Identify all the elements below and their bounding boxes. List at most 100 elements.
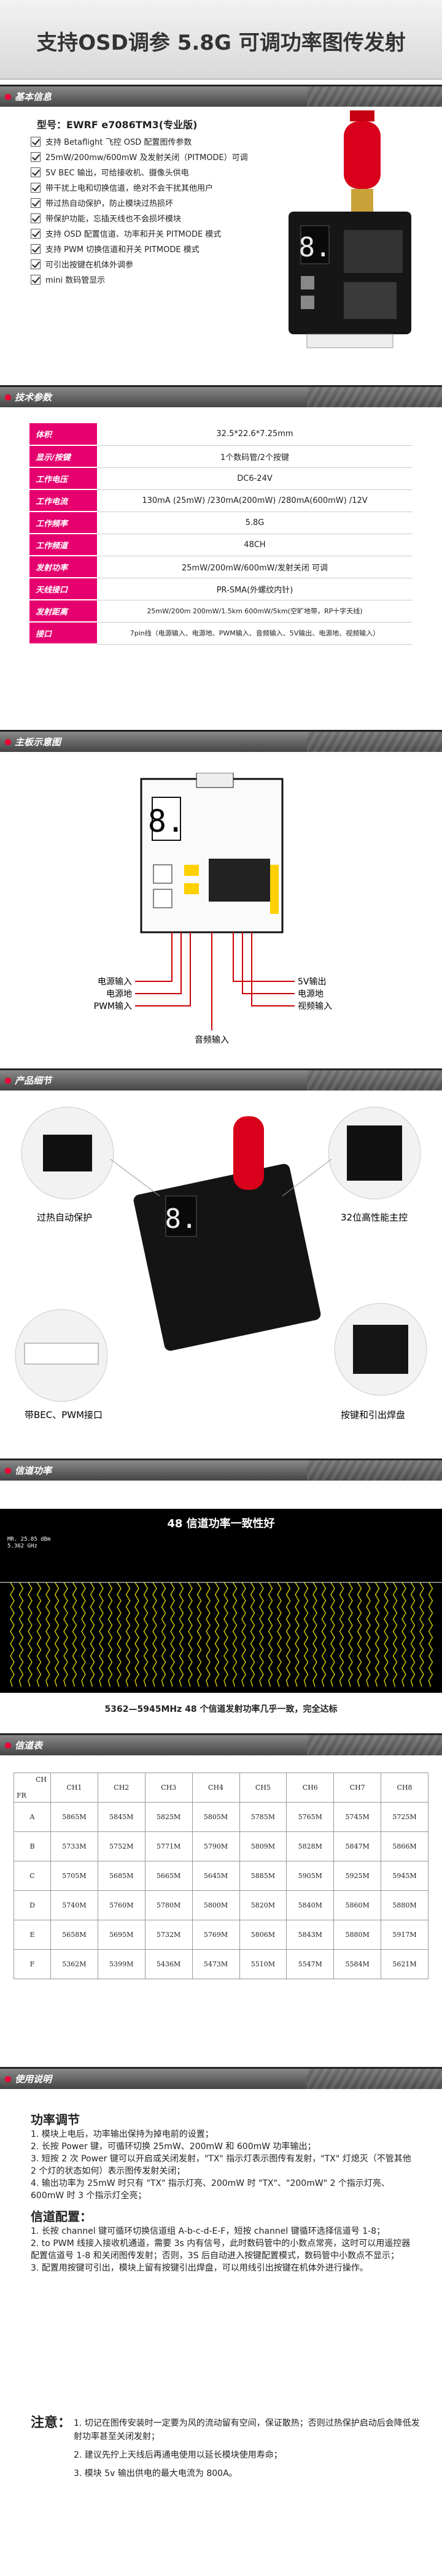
channel-trace: [428, 1582, 433, 1687]
channel-trace: [188, 1582, 193, 1687]
pad: [270, 865, 279, 914]
scope-marker-info: MR. 25.85 dBm 5.362 GHz: [7, 1536, 51, 1549]
pin-label: 音频输入: [195, 1035, 229, 1045]
channel-trace: [295, 1582, 300, 1687]
channel-trace: [152, 1582, 157, 1687]
usage-item: 4. 输出功率为 25mW 时只有 "TX" 指示灯亮、200mW 时 "TX"…: [31, 2179, 390, 2201]
channel-trace: [196, 1582, 202, 1687]
col-header: CH8: [381, 1773, 428, 1803]
notes: 注意： 1. 切记在图传安装时一定要为风的流动留有空间，保证散热；否则过热保护启…: [31, 2417, 424, 2480]
digit-display: [300, 225, 330, 264]
bullet-icon: [5, 1078, 11, 1084]
usage-item: 1. 长按 channel 键可循环切换信道组 A-b-c-d-E-F，短按 c…: [31, 2226, 386, 2236]
section-power: 信道功率: [0, 1459, 442, 1481]
checkbox-icon: [31, 151, 41, 162]
feature-item: mini 数码管显示: [31, 272, 264, 287]
sma-connector: [351, 189, 373, 213]
col-header: CH2: [97, 1773, 145, 1803]
channel-trace: [232, 1582, 238, 1687]
detail-digit-box: [165, 1195, 197, 1237]
channel-trace: [72, 1582, 77, 1687]
table-header-row: CH FR CH1 CH2 CH3 CH4 CH5 CH6 CH7 CH8: [14, 1773, 428, 1803]
channel-trace: [214, 1582, 220, 1687]
model-value: EWRF e7086TM3(专业版): [66, 119, 198, 131]
pin-label: 视频输入: [298, 1002, 332, 1011]
feature-list: 支持 Betaflight 飞控 OSD 配置图传参数 25mW/200mw/6…: [31, 134, 264, 287]
callout-line: [282, 1159, 332, 1197]
feature-item: 支持 Betaflight 飞控 OSD 配置图传参数: [31, 134, 264, 149]
connector-icon: [24, 1343, 99, 1365]
section-basic-label: 基本信息: [15, 91, 52, 102]
channel-trace: [81, 1582, 86, 1687]
col-header: CH5: [239, 1773, 287, 1803]
spectrum-traces: [10, 1582, 433, 1687]
note-label: 注意：: [31, 2415, 72, 2431]
section-diagram: 主板示意图: [0, 730, 442, 752]
product-board-image: 8.: [289, 110, 411, 348]
channel-trace: [419, 1582, 424, 1687]
detail-label: 过热自动保护: [37, 1212, 92, 1223]
checkbox-icon: [31, 182, 41, 193]
checkbox-icon: [31, 228, 41, 239]
pad: [184, 865, 199, 876]
bullet-icon: [5, 739, 11, 745]
diagram-chip: [209, 859, 270, 902]
pin-label: 电源地: [106, 989, 132, 999]
detail-label: 32位高性能主控: [341, 1212, 408, 1223]
checkbox-icon: [31, 213, 41, 223]
checkbox-icon: [31, 136, 41, 147]
connector-icon: [306, 334, 394, 348]
channel-trace: [268, 1582, 273, 1687]
note-item: 2. 建议先拧上天线后再通电使用以延长模块使用寿命；: [74, 2450, 282, 2460]
section-stripes: [307, 2069, 442, 2089]
channel-trace: [392, 1582, 398, 1687]
channel-trace: [18, 1582, 24, 1687]
shield-can: [344, 230, 403, 273]
channel-trace: [285, 1582, 291, 1687]
col-header: CH3: [144, 1773, 193, 1803]
power-title: 48 信道功率一致性好: [167, 1517, 275, 1530]
col-header: CH7: [333, 1773, 382, 1803]
corner-cell: CH FR: [14, 1773, 51, 1803]
channel-trace: [143, 1582, 149, 1687]
feature-item: 支持 PWM 切换信道和开关 PITMODE 模式: [31, 241, 264, 256]
channel-trace: [277, 1582, 282, 1687]
button-icon: [301, 276, 314, 289]
channel-trace: [45, 1582, 50, 1687]
antenna-icon: [344, 121, 381, 189]
channel-trace: [223, 1582, 228, 1687]
channel-trace: [348, 1582, 353, 1687]
channel-trace: [90, 1582, 95, 1687]
diagram-antenna-port: [196, 773, 234, 788]
section-freq-label: 信道表: [15, 1740, 43, 1751]
channel-trace: [107, 1582, 113, 1687]
section-spec-label: 技术参数: [15, 392, 52, 403]
section-stripes: [307, 387, 442, 407]
bullet-icon: [5, 1468, 11, 1474]
diagram-button-icon: [153, 864, 173, 884]
button-icon: [301, 296, 314, 309]
channel-trace: [250, 1582, 255, 1687]
channel-trace: [339, 1582, 344, 1687]
channel-trace: [410, 1582, 416, 1687]
chip: [344, 282, 397, 319]
usage-item: 1. 模块上电后，功率输出保持为掉电前的设置；: [31, 2129, 214, 2139]
detail-image: 8. 过热自动保护 32位高性能主控 带BEC、PWM接口 按键和引出焊盘: [15, 1106, 427, 1420]
usage-text: 功率调节 1. 模块上电后，功率输出保持为掉电前的设置； 2. 长按 Power…: [31, 2110, 417, 2274]
section-stripes: [307, 1735, 442, 1755]
bullet-icon: [5, 394, 11, 401]
header-bar: 支持OSD调参 5.8G 可调功率图传发射: [0, 0, 442, 80]
feature-item: 5V BEC 输出，可给接收机、摄像头供电: [31, 164, 264, 180]
channel-trace: [312, 1582, 317, 1687]
channel-trace: [125, 1582, 131, 1687]
section-detail-label: 产品细节: [15, 1075, 52, 1086]
